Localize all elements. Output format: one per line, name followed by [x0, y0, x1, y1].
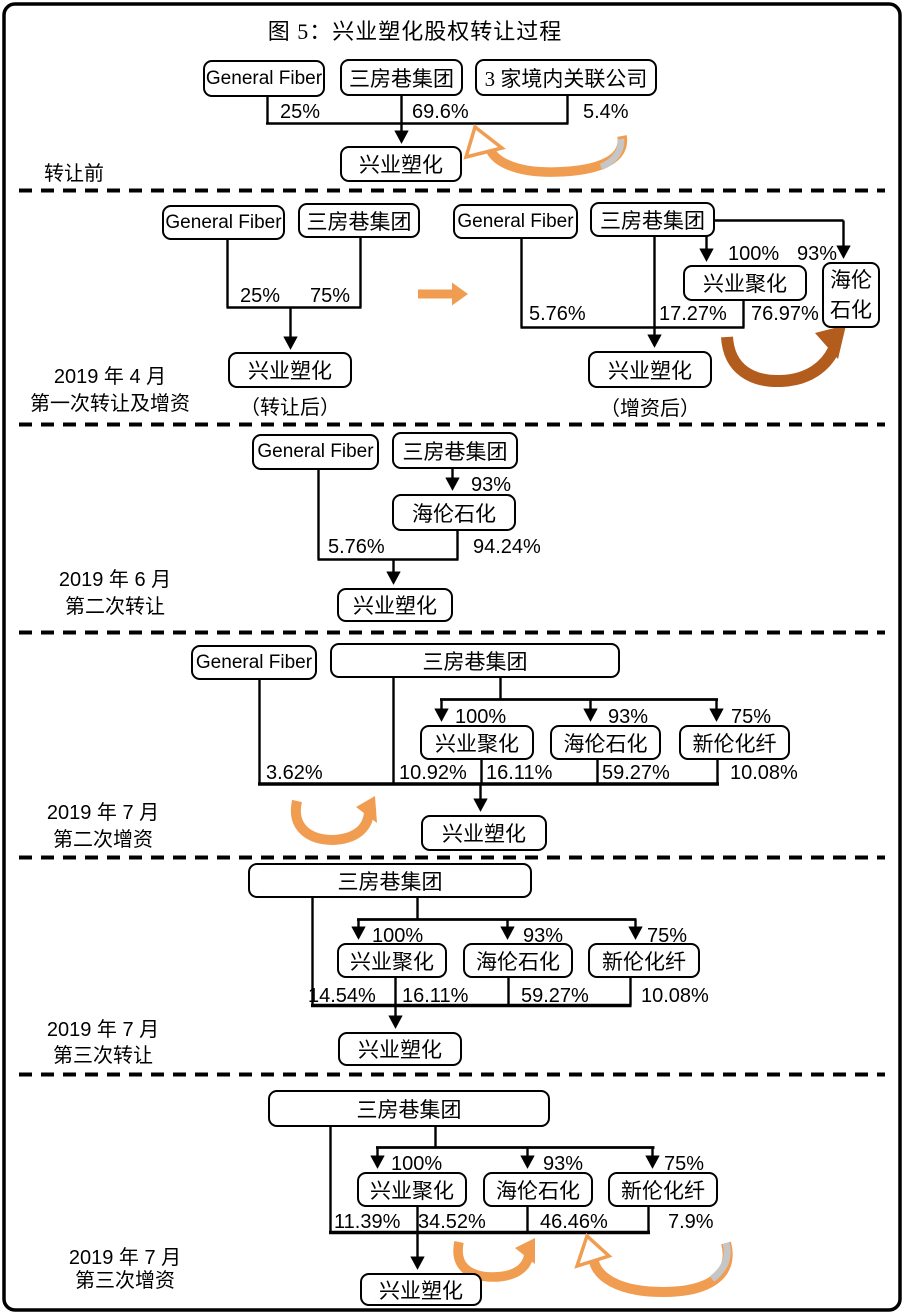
- node-xingye-suhua: 兴业塑化: [588, 351, 712, 388]
- node-xingye-suhua: 兴业塑化: [338, 1032, 462, 1066]
- node-sanfangxiang-group: 三房巷集团: [298, 203, 420, 238]
- pct-label: 69.6%: [412, 101, 469, 123]
- cycle-arrow-icon: [463, 124, 628, 177]
- stage-date-label: 2019 年 7 月: [46, 802, 160, 824]
- node-sanfangxiang-group: 三房巷集团: [248, 863, 532, 898]
- pct-label: 5.76%: [529, 303, 586, 325]
- pct-label: 59.27%: [521, 985, 589, 1007]
- node-hailun-petrochemical: 海伦 石化: [822, 262, 880, 328]
- node-xingye-juhua: 兴业聚化: [683, 265, 807, 301]
- stage-phase-label: 第三次增资: [75, 1270, 175, 1292]
- stage-date-label: 2019 年 6 月: [58, 569, 172, 591]
- pct-label: 34.52%: [418, 1211, 486, 1233]
- stage-phase-label: 第一次转让及增资: [30, 393, 190, 415]
- pct-label: 59.27%: [602, 762, 670, 784]
- node-xingye-suhua: 兴业塑化: [360, 1273, 482, 1306]
- stage-date-label: 2019 年 4 月: [53, 366, 167, 388]
- node-xingye-suhua: 兴业塑化: [340, 146, 462, 182]
- node-hailun-petrochemical: 海伦石化: [550, 725, 661, 760]
- stage-phase-label: 第二次转让: [65, 596, 165, 618]
- node-xinlun-chemical-fiber: 新伦化纤: [679, 725, 790, 760]
- node-xingye-suhua: 兴业塑化: [421, 815, 547, 851]
- node-label-line: 石化: [830, 298, 872, 322]
- pct-label: 5.4%: [583, 101, 629, 123]
- node-general-fiber: General Fiber: [191, 645, 317, 680]
- pct-label: 75%: [310, 285, 351, 307]
- pct-label: 5.76%: [328, 536, 385, 558]
- stage-phase-label: 转让前: [44, 163, 104, 185]
- node-xingye-suhua: 兴业塑化: [228, 352, 352, 388]
- node-general-fiber: General Fiber: [203, 60, 325, 97]
- pct-label: 7.9%: [668, 1211, 714, 1233]
- post-increase-note: （增资后）: [600, 398, 700, 420]
- node-xingye-juhua: 兴业聚化: [337, 943, 447, 978]
- node-hailun-petrochemical: 海伦石化: [483, 1172, 593, 1207]
- node-sanfangxiang-group: 三房巷集团: [340, 59, 463, 96]
- pct-label: 25%: [280, 101, 321, 123]
- node-sanfangxiang-group: 三房巷集团: [268, 1090, 550, 1127]
- pct-label: 10.92%: [399, 762, 467, 784]
- pct-label: 14.54%: [308, 985, 376, 1007]
- pct-label: 94.24%: [473, 536, 541, 558]
- node-general-fiber: General Fiber: [252, 434, 379, 470]
- pct-label: 3.62%: [266, 762, 323, 784]
- node-general-fiber: General Fiber: [453, 204, 578, 239]
- node-xinlun-chemical-fiber: 新伦化纤: [588, 943, 700, 978]
- node-xingye-suhua: 兴业塑化: [337, 588, 453, 622]
- pct-label: 10.08%: [730, 762, 798, 784]
- stage-date-label: 2019 年 7 月: [46, 1019, 160, 1041]
- node-xingye-juhua: 兴业聚化: [357, 1172, 467, 1207]
- pct-label: 46.46%: [540, 1211, 608, 1233]
- node-xinlun-chemical-fiber: 新伦化纤: [608, 1172, 718, 1207]
- pct-label: 16.11%: [486, 762, 553, 784]
- cycle-arrow-icon: [453, 1238, 535, 1282]
- node-sanfangxiang-group: 三房巷集团: [330, 643, 620, 678]
- stage-phase-label: 第二次增资: [53, 829, 153, 851]
- pct-label: 25%: [240, 285, 281, 307]
- node-hailun-petrochemical: 海伦石化: [392, 494, 516, 531]
- node-general-fiber: General Fiber: [162, 205, 285, 240]
- node-label-line: 海伦: [830, 267, 872, 292]
- pct-label: 17.27%: [659, 303, 727, 325]
- post-transfer-note: （转让后）: [240, 397, 340, 419]
- cycle-arrow-icon: [290, 796, 377, 846]
- node-related-companies: 3 家境内关联公司: [475, 59, 657, 96]
- pct-label: 16.11%: [402, 985, 469, 1007]
- pct-label: 11.39%: [334, 1211, 401, 1233]
- figure-title: 图 5：兴业塑化股权转让过程: [267, 19, 563, 44]
- pct-label: 76.97%: [751, 303, 819, 325]
- node-sanfangxiang-group: 三房巷集团: [392, 432, 518, 469]
- pct-label: 10.08%: [641, 985, 709, 1007]
- transition-arrow-icon: [418, 282, 468, 306]
- cycle-arrow-icon: [574, 1232, 733, 1298]
- capital-increase-arrow-icon: [721, 325, 846, 388]
- pct-label: 100%: [728, 243, 780, 265]
- node-hailun-petrochemical: 海伦石化: [463, 943, 573, 978]
- node-xingye-juhua: 兴业聚化: [420, 725, 534, 760]
- node-sanfangxiang-group: 三房巷集团: [590, 202, 715, 237]
- stage-phase-label: 第三次转让: [53, 1045, 153, 1067]
